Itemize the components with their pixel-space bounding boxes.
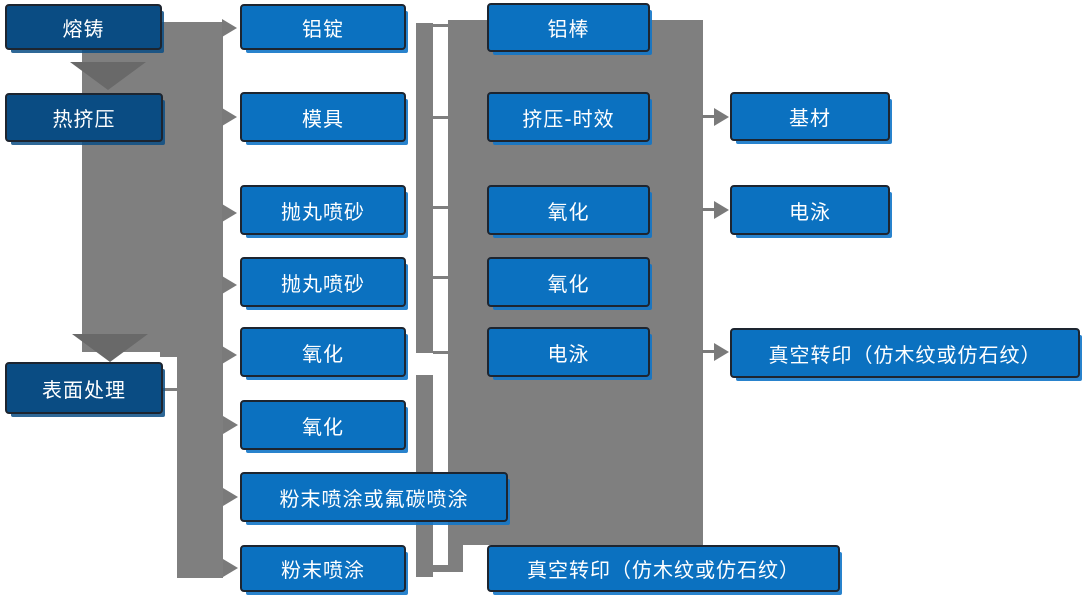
node-c2r6: 氧化: [240, 400, 406, 450]
node-c2r7: 粉末喷涂或氟碳喷涂: [240, 472, 508, 522]
node-c3r1: 铝棒: [487, 3, 650, 52]
link-c2r3-c3r3: [433, 206, 449, 209]
node-c2r4: 抛丸喷砂: [240, 257, 406, 307]
link-c1r3-branch: [163, 388, 177, 391]
node-c1r2: 热挤压: [5, 93, 163, 142]
connector-bottom-join: [416, 565, 463, 572]
connector-surface-branch-bar: [177, 357, 223, 578]
connector-trunk-right-bar: [160, 22, 223, 357]
arrow-to-c2r7-icon: [223, 488, 238, 506]
node-c3r2: 挤压-时效: [487, 92, 650, 142]
arrow-to-c2r5-icon: [222, 346, 237, 364]
node-c3r4: 氧化: [487, 257, 650, 307]
arrow-to-c2r2-icon: [222, 108, 237, 126]
link-c2r4-c3r4: [433, 276, 449, 279]
arrow-to-c2r3-icon: [222, 204, 237, 222]
arrow-down-to-c1r3-icon: [72, 334, 148, 362]
node-c3r5: 电泳: [487, 327, 650, 377]
arrow-to-c2r1-icon: [222, 19, 237, 37]
link-c2r5-c3r5: [433, 351, 449, 354]
arrow-to-c2r4-icon: [222, 276, 237, 294]
node-c1r1: 熔铸: [5, 4, 162, 50]
node-c4r3: 真空转印（仿木纹或仿石纹）: [730, 328, 1080, 378]
arrow-down-to-c1r2-icon: [70, 62, 146, 90]
node-c2r1: 铝锭: [240, 4, 406, 50]
node-c3r3: 氧化: [487, 185, 650, 235]
node-c2r2: 模具: [240, 92, 406, 142]
arrow-to-c4r3-icon: [714, 343, 729, 361]
node-c2r5: 氧化: [240, 327, 406, 377]
arrow-to-c4r2-icon: [714, 201, 729, 219]
connector-mid-bar-upper: [416, 23, 433, 353]
node-c2r8: 粉末喷涂: [240, 545, 406, 592]
link-c2r1-c3r1: [433, 24, 449, 27]
node-c1r3: 表面处理: [5, 362, 163, 414]
node-c2r3: 抛丸喷砂: [240, 185, 406, 235]
link-c2r2-c3r2: [433, 116, 449, 119]
connector-bottom-strip: [448, 522, 463, 572]
arrow-to-c2r8-icon: [223, 559, 238, 577]
node-c3r6: 真空转印（仿木纹或仿石纹）: [487, 545, 840, 592]
arrow-to-c4r1-icon: [714, 108, 729, 126]
arrow-to-c4r2-stem: [702, 208, 715, 211]
arrow-to-c4r3-stem: [702, 350, 715, 353]
arrow-to-c4r1-stem: [702, 115, 715, 118]
node-c4r2: 电泳: [730, 185, 890, 235]
node-c4r1: 基材: [730, 92, 890, 141]
arrow-to-c2r6-icon: [223, 416, 238, 434]
